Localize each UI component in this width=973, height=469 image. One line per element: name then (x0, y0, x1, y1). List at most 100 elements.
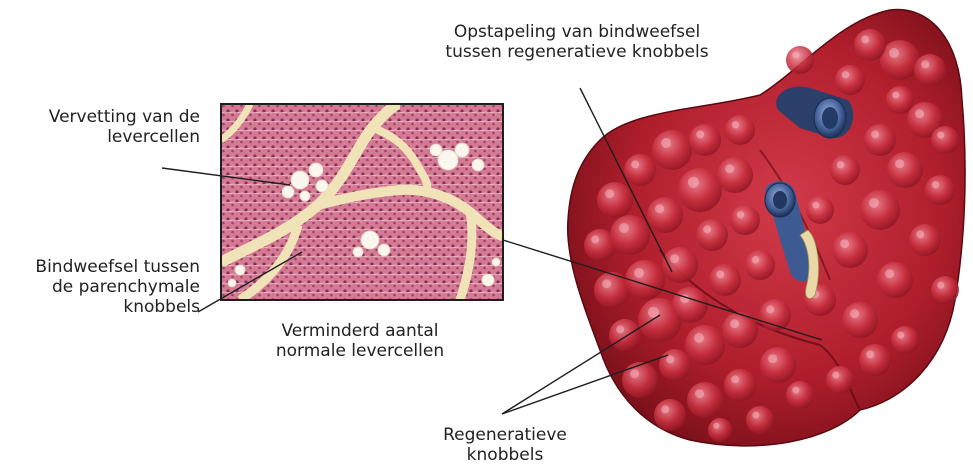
nodule (931, 126, 959, 154)
nodule-highlight (937, 132, 944, 139)
nodule-highlight (661, 138, 671, 148)
nodule-highlight (725, 164, 734, 173)
nodule (678, 168, 722, 212)
nodule-highlight (812, 202, 819, 209)
nodule (696, 219, 728, 251)
nodule-highlight (861, 35, 869, 43)
label-regenerative-nodules: Regeneratieve knobbels (420, 425, 590, 465)
nodule-highlight (871, 130, 879, 138)
label-line: de parenchymale (0, 277, 200, 297)
label-line: Bindweefsel tussen (0, 257, 200, 277)
nodule (662, 247, 698, 283)
nodule (832, 232, 868, 268)
nodule-highlight (731, 375, 739, 383)
nodule (730, 205, 760, 235)
label-connective-tissue: Bindweefsel tussen de parenchymale knobb… (0, 257, 200, 317)
nodule-highlight (792, 52, 799, 59)
nodule (859, 344, 891, 376)
nodule (891, 326, 919, 354)
nodule-highlight (915, 109, 924, 118)
nodule-highlight (670, 254, 679, 263)
nodule-highlight (634, 268, 644, 278)
label-line: tussen regeneratieve knobbels (422, 42, 732, 62)
nodule-highlight (752, 412, 759, 419)
nodule (725, 115, 755, 145)
nodule-highlight (842, 71, 850, 79)
nodule-highlight (885, 269, 894, 278)
nodule-highlight (730, 319, 739, 328)
label-fatty-degeneration: Vervetting van de levercellen (10, 107, 200, 147)
label-line: Opstapeling van bindweefsel (422, 22, 732, 42)
nodule (854, 29, 886, 61)
nodule-highlight (840, 239, 849, 248)
nodule (687, 382, 723, 418)
nodule-highlight (616, 325, 624, 333)
nodule (760, 347, 796, 383)
nodule (914, 54, 946, 86)
nodule (830, 155, 860, 185)
nodule-highlight (694, 333, 704, 343)
nodule-highlight (889, 48, 899, 58)
nodule (610, 215, 650, 255)
histology-inset (221, 104, 503, 300)
nodule (745, 250, 775, 280)
nodule (672, 287, 708, 323)
nodule-highlight (869, 198, 879, 208)
nodule (709, 264, 741, 296)
nodule (886, 86, 914, 114)
label-line: normale levercellen (240, 341, 480, 361)
nodule-highlight (766, 305, 774, 313)
nodule-highlight (630, 369, 639, 378)
nodule-highlight (619, 223, 629, 233)
nodule-highlight (792, 387, 799, 394)
nodule-highlight (631, 160, 639, 168)
label-line: Regeneratieve (420, 425, 590, 445)
nodule-highlight (695, 389, 704, 398)
nodule-highlight (703, 225, 711, 233)
nodule-highlight (752, 256, 760, 264)
label-line: levercellen (10, 127, 200, 147)
nodule (860, 190, 900, 230)
nodule-highlight (837, 161, 845, 169)
nodule (835, 65, 865, 95)
nodule-highlight (768, 354, 777, 363)
nodule-highlight (916, 230, 924, 238)
cirrhotic-liver (568, 10, 965, 446)
nodule-highlight (850, 309, 859, 318)
nodule (877, 262, 913, 298)
nodule-highlight (655, 204, 664, 213)
nodule (931, 276, 959, 304)
nodule (786, 46, 814, 74)
nodule (652, 130, 692, 170)
nodule-highlight (602, 279, 611, 288)
nodule (864, 124, 896, 156)
nodule (746, 406, 774, 434)
nodule-highlight (696, 130, 704, 138)
nodule (826, 366, 854, 394)
nodule (597, 182, 633, 218)
nodule (925, 175, 955, 205)
nodule (717, 157, 753, 193)
nodule-highlight (732, 121, 740, 129)
nodule-highlight (892, 92, 899, 99)
label-reduced-cells: Verminderd aantal normale levercellen (240, 321, 480, 361)
nodule-highlight (591, 235, 599, 243)
nodule (609, 319, 641, 351)
nodule (685, 325, 725, 365)
label-line: knobbels (420, 445, 590, 465)
nodule (622, 362, 658, 398)
nodule-highlight (897, 332, 904, 339)
nodule (708, 418, 732, 442)
nodule (722, 312, 758, 348)
nodule-highlight (713, 423, 719, 429)
nodule-highlight (605, 189, 614, 198)
nodule-highlight (716, 270, 724, 278)
nodule (842, 302, 878, 338)
nodule-highlight (688, 177, 699, 188)
nodule-highlight (895, 159, 904, 168)
nodule (909, 224, 941, 256)
nodule (654, 399, 686, 431)
nodule (724, 369, 756, 401)
label-line: Verminderd aantal (240, 321, 480, 341)
